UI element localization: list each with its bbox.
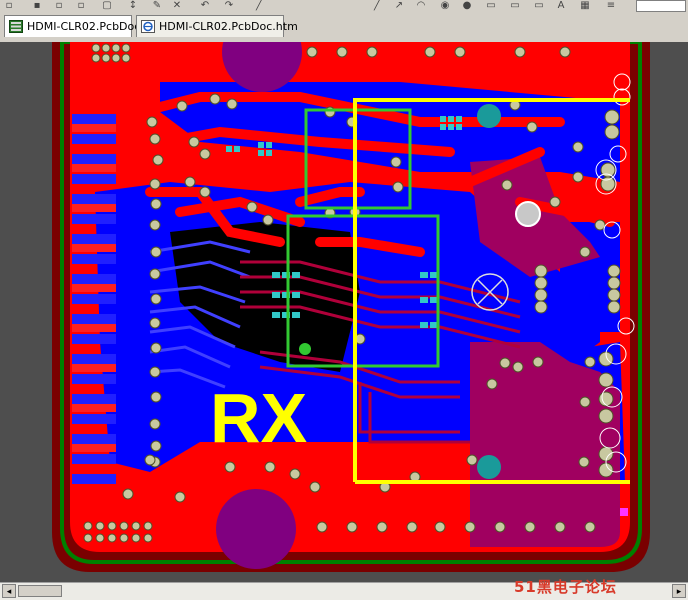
bottom-copper-upper xyxy=(160,82,620,182)
vias xyxy=(122,46,606,533)
fill-icon[interactable]: ▭ xyxy=(486,0,496,11)
print-icon[interactable]: ▫ xyxy=(55,0,63,11)
dimension-icon[interactable]: ▦ xyxy=(580,0,590,11)
fiducial-green xyxy=(299,343,311,355)
scroll-right-arrow-icon[interactable]: ▸ xyxy=(672,584,686,598)
ic-footprint-center xyxy=(226,116,462,328)
connector-outline-yellow xyxy=(353,98,630,484)
arc-icon[interactable]: ◠ xyxy=(416,0,426,11)
undo-icon[interactable]: ↶ xyxy=(200,0,210,11)
route-icon[interactable]: ╱ xyxy=(255,0,263,11)
move-icon[interactable]: ↕ xyxy=(128,0,138,11)
string-icon[interactable]: A xyxy=(557,0,565,11)
via-cluster-top-left xyxy=(91,43,131,63)
bottom-copper-traces xyxy=(149,240,251,389)
select-icon[interactable]: ▢ xyxy=(102,0,112,11)
fiducial-bottom xyxy=(477,455,501,479)
edge-connector-fingers xyxy=(72,114,116,484)
edge-connector-fingers-red xyxy=(72,124,116,452)
watermark-text: 51黑电子论坛 xyxy=(514,578,617,596)
board-label-rx: RX xyxy=(210,379,308,457)
scroll-left-arrow-icon[interactable]: ◂ xyxy=(2,584,16,598)
board-outline xyxy=(60,42,642,564)
pencil-icon[interactable]: ✎ xyxy=(152,0,162,11)
horizontal-scrollbar[interactable]: ◂ ▸ xyxy=(0,582,688,600)
tab-pcb-doc[interactable]: HDMI-CLR02.PcbDoc xyxy=(4,15,140,37)
region-icon[interactable]: ▭ xyxy=(534,0,544,11)
via-cluster-bottom-left xyxy=(83,521,153,543)
pcb-board-view[interactable]: RX xyxy=(0,42,688,582)
connector-pads-right xyxy=(534,109,621,478)
polygon-icon[interactable]: ▭ xyxy=(510,0,520,11)
mounting-hole-bottom xyxy=(216,489,296,569)
tab-pcb-doc-htm[interactable]: HDMI-CLR02.PcbDoc.htm xyxy=(136,15,298,37)
folder-icon[interactable]: ▫ xyxy=(5,0,13,11)
tab-label: HDMI-CLR02.PcbDoc.htm xyxy=(159,20,298,33)
web-page-icon xyxy=(141,20,155,33)
scroll-thumb[interactable] xyxy=(18,585,62,597)
line-icon[interactable]: ╱ xyxy=(373,0,381,11)
redo-icon[interactable]: ↷ xyxy=(224,0,234,11)
via-icon[interactable]: ◉ xyxy=(440,0,450,11)
copy-icon[interactable]: ▫ xyxy=(77,0,85,11)
pcb-document-icon xyxy=(9,20,23,33)
center-drill-cross xyxy=(477,279,503,305)
menu-icon[interactable]: ≡ xyxy=(606,0,616,11)
connector-mount-holes xyxy=(515,201,541,227)
pink-marker xyxy=(620,508,628,516)
track-icon[interactable]: ↗ xyxy=(394,0,404,11)
mounting-hole-top xyxy=(222,42,302,92)
cross-icon[interactable]: ✕ xyxy=(172,0,182,11)
fiducial-top xyxy=(477,104,501,128)
toolbar-combo[interactable] xyxy=(636,0,686,12)
center-drill-marker xyxy=(471,273,509,311)
purple-pad-right xyxy=(470,342,620,547)
component-outline-green-lower xyxy=(286,214,440,368)
pad-icon[interactable]: ● xyxy=(462,0,472,11)
component-outline-green-upper xyxy=(304,108,412,210)
tab-label: HDMI-CLR02.PcbDoc xyxy=(27,20,141,33)
connector-ring-outlines xyxy=(595,73,635,473)
pcb-canvas[interactable]: RX xyxy=(0,42,688,582)
save-icon[interactable]: ▪ xyxy=(33,0,41,11)
inner-dark-region xyxy=(170,222,360,372)
document-tab-bar: HDMI-CLR02.PcbDoc HDMI-CLR02.PcbDoc.htm xyxy=(0,12,688,43)
